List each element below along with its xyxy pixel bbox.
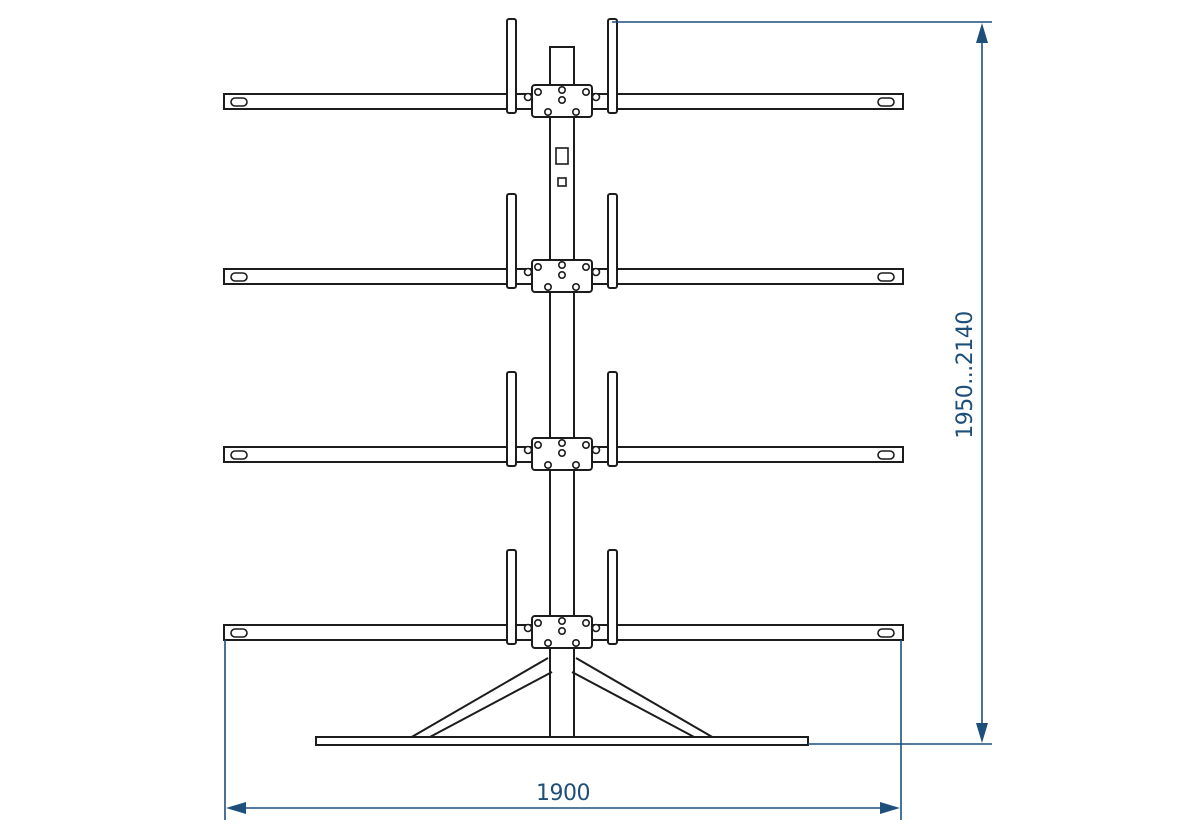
arm-slot-right [877,450,895,460]
base-brace-right [571,657,715,739]
width-dimension-label: 1900 [536,781,590,806]
bolt-head [557,270,566,279]
upright-peg-right [607,193,618,289]
arm-slot-right [877,628,895,638]
bolt-head [557,438,566,447]
bolt-head [543,282,552,291]
bolt-head [557,626,566,635]
bolt-head [571,460,580,469]
bolt-head [543,108,552,117]
height-dimension-label: 1950...2140 [953,311,978,438]
bolt-head [533,88,542,97]
upright-peg-right [607,549,618,645]
post-slot-feature [555,147,569,165]
side-lug-left [523,92,533,102]
bolt-head [557,616,566,625]
upright-peg-right [607,18,618,114]
arm-slot-left [230,97,248,107]
arm-slot-left [230,272,248,282]
height-dimension: 1950...2140 [612,21,992,745]
bolt-head [557,86,566,95]
base-brace-left [409,657,553,739]
bolt-head [533,440,542,449]
arrowhead-left [226,802,246,814]
upright-peg-left [506,193,517,289]
arm-slot-left [230,450,248,460]
bolt-head [557,448,566,457]
width-dimension: 1900 [224,640,902,820]
arm-tier-2 [223,193,904,293]
bolt-head [581,618,590,627]
arm-tiers [223,18,904,649]
arm-tier-3 [223,371,904,471]
side-lug-right [591,445,601,455]
arm-tier-1 [223,18,904,118]
bolt-head [557,96,566,105]
bolt-head [581,262,590,271]
upright-peg-left [506,371,517,467]
side-lug-left [523,623,533,633]
upright-peg-left [506,549,517,645]
post-hole-feature [557,177,567,187]
arm-slot-left [230,628,248,638]
side-lug-right [591,623,601,633]
bolt-head [581,440,590,449]
side-lug-right [591,267,601,277]
bolt-head [533,262,542,271]
arm-tier-4 [223,549,904,649]
bolt-head [543,460,552,469]
upright-peg-right [607,371,618,467]
bolt-head [571,282,580,291]
arrowhead-top [976,23,988,43]
base-foot-bar [315,736,809,746]
bolt-head [533,618,542,627]
bolt-head [571,108,580,117]
side-lug-right [591,92,601,102]
side-lug-left [523,445,533,455]
side-lug-left [523,267,533,277]
bolt-head [557,260,566,269]
arrowhead-bottom [976,723,988,743]
arrowhead-right [880,802,900,814]
arm-slot-right [877,97,895,107]
upright-peg-left [506,18,517,114]
bolt-head [581,88,590,97]
bolt-head [543,638,552,647]
arm-slot-right [877,272,895,282]
bolt-head [571,638,580,647]
